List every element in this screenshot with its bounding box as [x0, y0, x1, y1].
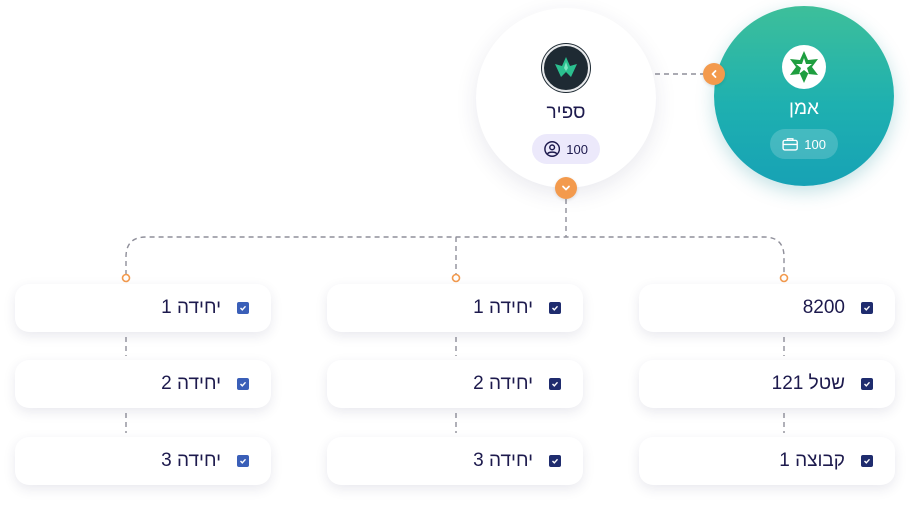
node-sapir-count-badge: 100: [532, 134, 600, 164]
unit-card-label: יחידה 1: [161, 297, 221, 318]
check-icon[interactable]: [549, 455, 561, 467]
user-circle-icon: [544, 141, 561, 157]
unit-card-label: יחידה 2: [161, 373, 221, 394]
sapir-logo-icon: [555, 57, 577, 77]
unit-card-label: קבוצה 1: [779, 450, 845, 471]
node-aman-count: 100: [804, 136, 826, 152]
check-icon[interactable]: [237, 302, 249, 314]
check-icon[interactable]: [861, 378, 873, 390]
check-icon[interactable]: [237, 455, 249, 467]
check-icon[interactable]: [861, 455, 873, 467]
unit-card-label: שטל 121: [771, 373, 845, 394]
node-sapir-count: 100: [566, 141, 588, 157]
unit-card[interactable]: יחידה 3: [327, 437, 583, 485]
expand-toggle-button[interactable]: [555, 177, 577, 199]
node-aman-title: אמן: [789, 98, 819, 119]
unit-card-label: 8200: [802, 297, 845, 318]
unit-card[interactable]: יחידה 2: [327, 360, 583, 408]
connector-dot-left: [121, 273, 131, 283]
briefcase-icon: [782, 138, 798, 151]
unit-card[interactable]: שטל 121: [639, 360, 895, 408]
node-aman[interactable]: אמן 100: [714, 6, 894, 186]
unit-card-label: יחידה 2: [473, 373, 533, 394]
collapse-toggle-button[interactable]: [703, 63, 725, 85]
connector-dot-right: [779, 273, 789, 283]
unit-card-label: יחידה 1: [473, 297, 533, 318]
node-aman-count-badge: 100: [770, 129, 838, 159]
unit-card[interactable]: 8200: [639, 284, 895, 332]
node-sapir[interactable]: ספיר 100: [476, 8, 656, 188]
chevron-left-icon: [711, 70, 717, 78]
connector-branch: [125, 236, 785, 275]
connector-dot-middle: [451, 273, 461, 283]
check-icon[interactable]: [237, 378, 249, 390]
check-icon[interactable]: [861, 302, 873, 314]
aman-logo-icon: [786, 49, 822, 85]
chevron-down-icon: [562, 185, 570, 191]
sapir-logo: [542, 44, 590, 92]
unit-card[interactable]: יחידה 2: [15, 360, 271, 408]
unit-card-label: יחידה 3: [161, 450, 221, 471]
aman-logo: [782, 45, 826, 89]
unit-card[interactable]: קבוצה 1: [639, 437, 895, 485]
check-icon[interactable]: [549, 378, 561, 390]
node-sapir-title: ספיר: [546, 102, 586, 123]
unit-card[interactable]: יחידה 1: [327, 284, 583, 332]
check-icon[interactable]: [549, 302, 561, 314]
unit-card[interactable]: יחידה 3: [15, 437, 271, 485]
unit-card-label: יחידה 3: [473, 450, 533, 471]
unit-card[interactable]: יחידה 1: [15, 284, 271, 332]
